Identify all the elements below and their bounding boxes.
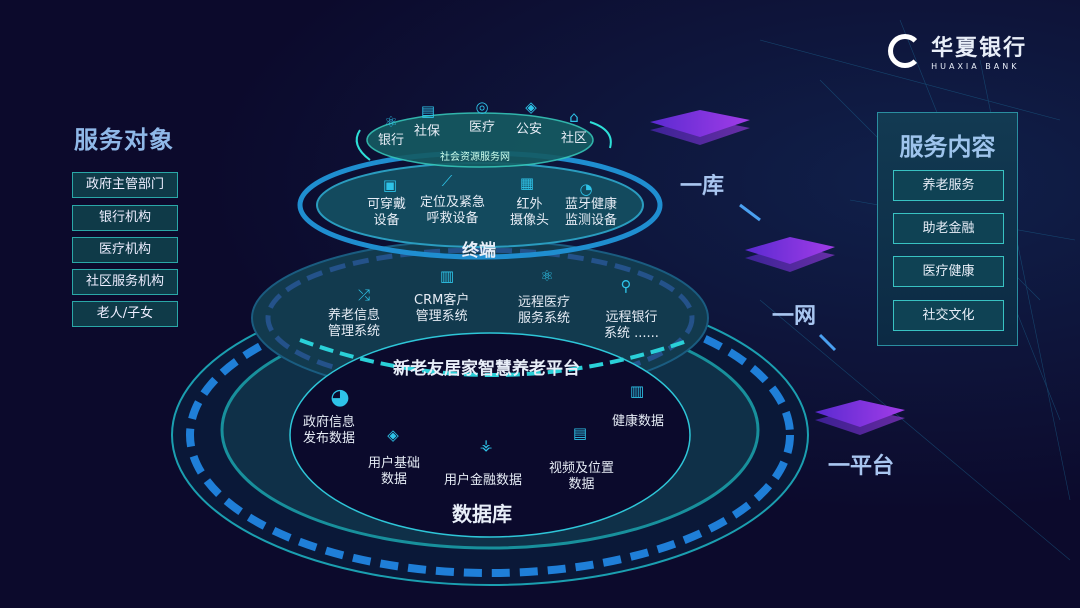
flow-label: 一平台 (828, 454, 895, 479)
social-item: 公安 (516, 122, 543, 137)
system-item: 养老信息管理系统 (328, 308, 381, 339)
puzzle-icon: ◈ (525, 98, 537, 116)
data-item: 视频及位置数据 (549, 461, 615, 492)
bank-icon: ⚛ (384, 113, 398, 131)
shuffle-icon: ⤮ (357, 286, 370, 304)
coins-icon: ◎ (475, 98, 489, 116)
content-item: 医疗健康 (893, 256, 1004, 287)
data-item: 健康数据 (612, 414, 665, 429)
logo-sub: HUAXIA BANK (931, 62, 1020, 71)
layer-stack-1 (650, 110, 750, 145)
target-item: 老人/子女 (72, 301, 178, 327)
service-content-title: 服务内容 (899, 133, 996, 161)
target-item: 社区服务机构 (72, 269, 178, 295)
target-item: 医疗机构 (72, 237, 178, 263)
terminal-item: 蓝牙健康监测设备 (565, 197, 618, 228)
puzzle-icon: ◈ (387, 426, 399, 444)
chart-icon: ⟋ (441, 172, 453, 190)
terminal-title: 终端 (462, 241, 496, 261)
service-content-panel: 服务内容 养老服务 助老金融 医疗健康 社交文化 (877, 112, 1018, 346)
data-item: 用户基础数据 (368, 456, 421, 487)
terminal-item: 红外摄像头 (510, 197, 550, 228)
terminal-item: 定位及紧急呼救设备 (420, 195, 486, 226)
platform-title: 新老友居家智慧养老平台 (393, 359, 580, 379)
system-item: 远程银行系统 ...... (604, 310, 659, 341)
social-item: 医疗 (469, 120, 496, 135)
network-icon: ⚲ (620, 277, 632, 295)
presentation-icon: ▥ (629, 382, 645, 400)
data-item: 政府信息发布数据 (303, 415, 356, 446)
building-icon: ⌂ (569, 108, 579, 126)
contact-icon: ▣ (382, 176, 398, 194)
content-item: 社交文化 (893, 300, 1004, 331)
calendar-icon: ▦ (519, 174, 535, 192)
terminal-item: 可穿戴设备 (367, 197, 407, 228)
social-item: 社区 (561, 131, 588, 146)
document-icon: ▤ (420, 102, 436, 120)
flow-label: 一网 (772, 304, 817, 329)
notebook-icon: ▥ (439, 267, 455, 285)
system-item: CRM客户管理系统 (414, 293, 470, 324)
pie-icon: ◔ (579, 180, 593, 198)
social-item: 社保 (414, 124, 441, 139)
flow-label: 一库 (680, 174, 725, 199)
id-card-icon: ▤ (572, 424, 588, 442)
database-title: 数据库 (452, 502, 512, 526)
content-item: 养老服务 (893, 170, 1004, 201)
logo-icon (888, 33, 922, 68)
flowchart-icon: ⚶ (479, 436, 493, 454)
logo-name: 华夏银行 (931, 36, 1028, 61)
bank-logo: 华夏银行 HUAXIA BANK (888, 30, 1027, 71)
system-item: 远程医疗服务系统 (518, 295, 571, 326)
data-item: 用户金融数据 (444, 473, 523, 488)
pie-chart-icon: ◕ (330, 385, 350, 410)
atom-icon: ⚛ (540, 267, 554, 285)
social-network-title: 社会资源服务网 (440, 152, 510, 163)
social-item: 银行 (378, 133, 405, 148)
target-item: 政府主管部门 (72, 172, 178, 198)
target-item: 银行机构 (72, 205, 178, 231)
content-item: 助老金融 (893, 213, 1004, 244)
service-target-title: 服务对象 (74, 126, 174, 154)
